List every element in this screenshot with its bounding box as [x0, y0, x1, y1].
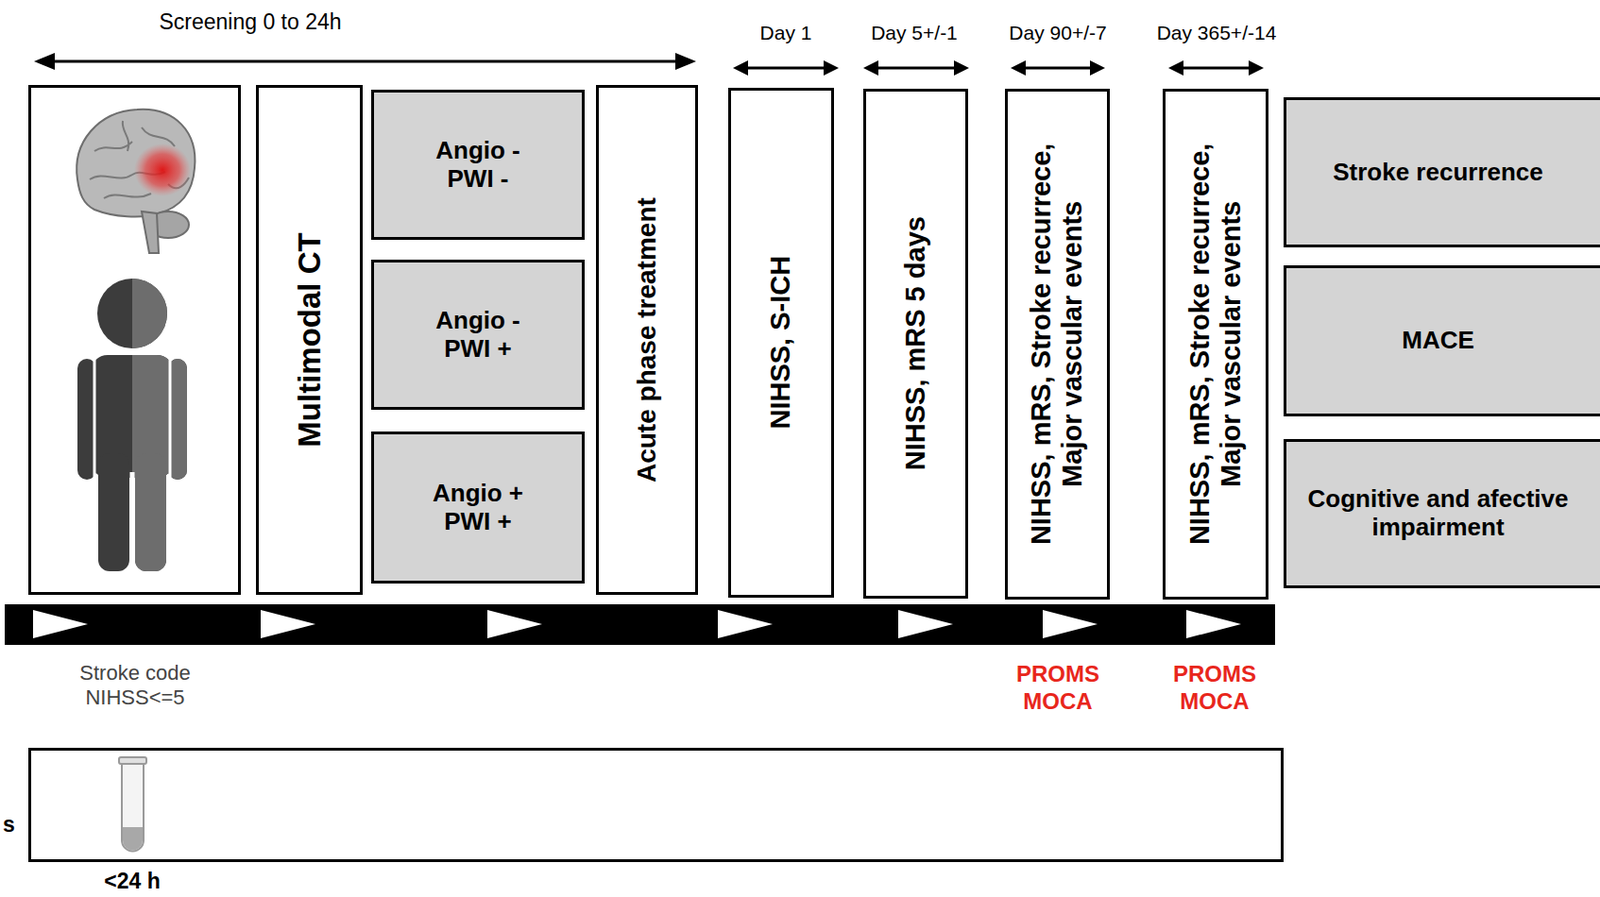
test-tube [119, 757, 147, 852]
visit-box: NIHSS, S-ICH [728, 87, 835, 598]
outcome-box: Stroke recurrence [1283, 97, 1600, 248]
treatment-box: Acute phase treatment [595, 85, 698, 596]
day-label: Day 1 [714, 20, 857, 45]
label-slot: Day 365+/-14 [1136, 20, 1297, 45]
label-slot: Screening 0 to 24h [99, 9, 402, 36]
label-slot: Day 1 [714, 20, 857, 45]
inclusion-note: Stroke code NIHSS<=5 [59, 661, 211, 712]
assessment-label: PROMS MOCA [1001, 661, 1115, 716]
box-text: Multimodal CT [291, 113, 328, 567]
box-text: Angio - PWI - [416, 136, 540, 194]
box-text: Acute phase treatment [631, 113, 663, 567]
visit-box: NIHSS, mRS, Stroke recurrece, Major vasc… [1162, 88, 1269, 600]
timeline-markers [33, 610, 1242, 639]
day-label: Day 90+/-7 [982, 20, 1134, 45]
phase-label: Screening 0 to 24h [99, 9, 402, 36]
assessment-label: PROMS MOCA [1157, 661, 1272, 716]
box-text: Stroke recurrence [1332, 158, 1544, 188]
screening-bracket [34, 52, 697, 70]
cut-label: s [2, 812, 32, 839]
box-text: MACE [1401, 326, 1475, 356]
person-icon [77, 278, 188, 572]
sample-box [30, 749, 1283, 862]
label-slot: Stroke code NIHSS<=5 [59, 661, 211, 712]
box-text: NIHSS, S-ICH [765, 116, 797, 570]
time-label: <24 h [80, 868, 185, 896]
day-arrowheads [732, 60, 1264, 76]
label-slot: PROMS MOCA [1157, 661, 1272, 716]
label-slot: s [2, 812, 32, 839]
outcome-box: Cognitive and afective impairment [1283, 439, 1600, 589]
visit-box: NIHSS, mRS, Stroke recurrece, Major vasc… [1004, 88, 1110, 600]
box-text: NIHSS, mRS, Stroke recurrece, Major vasc… [1025, 117, 1090, 572]
timeline-bar [4, 604, 1276, 646]
box-text: NIHSS, mRS, Stroke recurrece, Major vasc… [1184, 117, 1248, 572]
outcome-box: MACE [1283, 265, 1600, 417]
category-box: Angio - PWI + [371, 259, 585, 410]
category-box: Angio - PWI - [371, 89, 585, 240]
box-text: NIHSS, mRS 5 days [900, 117, 932, 571]
label-slot: Day 5+/-1 [843, 20, 986, 45]
imaging-box: Multimodal CT [255, 85, 363, 596]
category-box: Angio + PWI + [371, 431, 585, 584]
box-text: Cognitive and afective impairment [1293, 485, 1583, 543]
patient-box [30, 86, 240, 595]
label-slot: <24 h [80, 868, 185, 896]
label-slot: Day 90+/-7 [982, 20, 1134, 45]
visit-box: NIHSS, mRS 5 days [863, 88, 969, 599]
day-label: Day 365+/-14 [1136, 20, 1297, 45]
box-text: Angio - PWI + [416, 306, 540, 364]
day-label: Day 5+/-1 [843, 20, 986, 45]
brain-illustration [76, 109, 195, 254]
box-text: Angio + PWI + [416, 479, 540, 537]
label-slot: PROMS MOCA [1001, 661, 1115, 716]
